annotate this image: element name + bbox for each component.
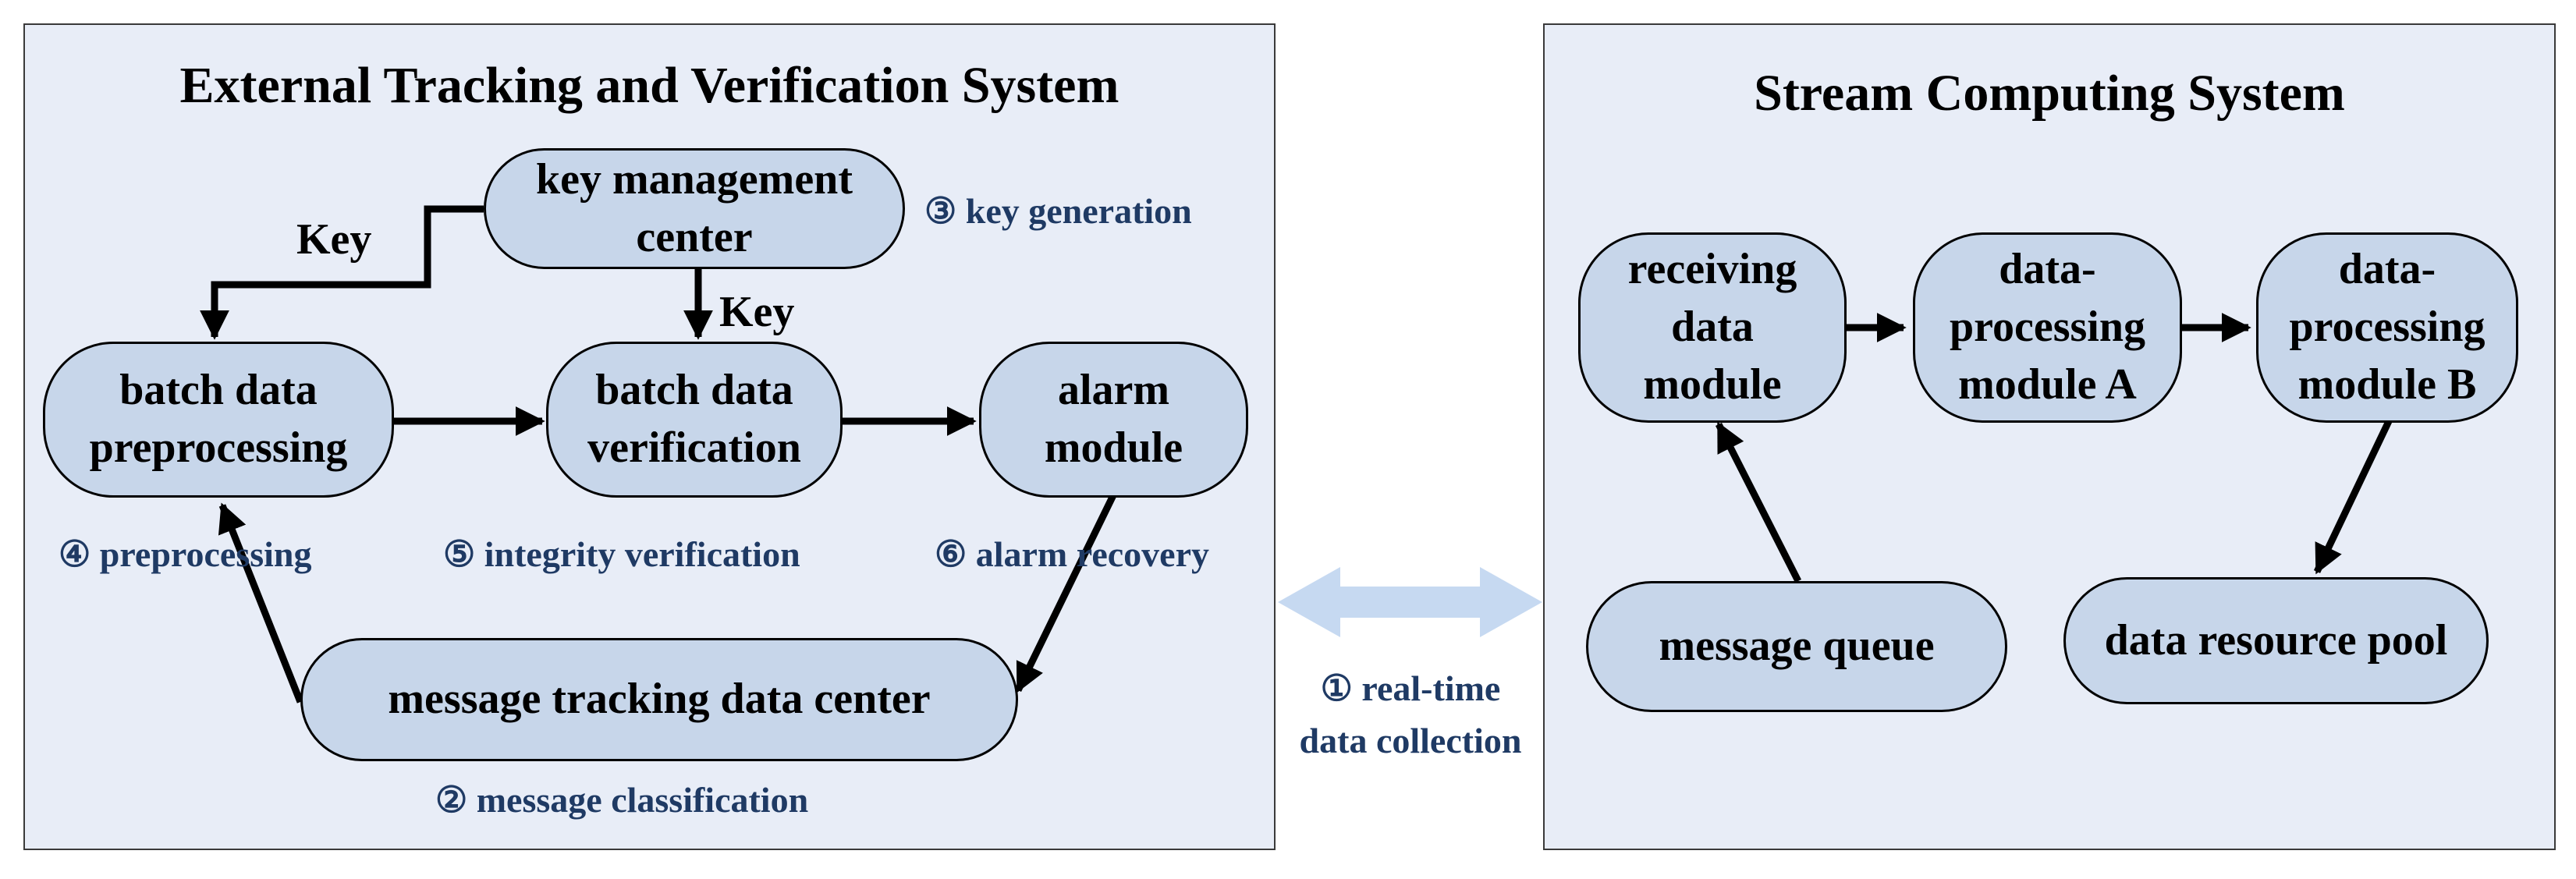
- step-alarm-recovery: ⑥ alarm recovery: [935, 534, 1210, 574]
- data-resource-pool-label: data resource pool: [2104, 615, 2448, 665]
- step-message-classification: ② message classification: [435, 780, 809, 820]
- receiving-data-module-node: receiving data module: [1578, 232, 1847, 423]
- data-processing-module-b-node: data- processing module B: [2256, 232, 2518, 423]
- batch-data-preprocessing-label: batch data preprocessing: [89, 366, 348, 472]
- key-management-center-node: key management center: [484, 148, 905, 269]
- batch-data-verification-label: batch data verification: [587, 366, 801, 472]
- alarm-module-node: alarm module: [979, 342, 1248, 498]
- receiving-data-module-label: receiving data module: [1627, 245, 1797, 409]
- data-processing-module-b-label: data- processing module B: [2289, 245, 2486, 409]
- external-tracking-title: External Tracking and Verification Syste…: [179, 57, 1119, 114]
- key-label-down: Key: [719, 288, 795, 336]
- message-queue-node: message queue: [1586, 581, 2007, 712]
- message-tracking-data-center-node: message tracking data center: [300, 638, 1018, 761]
- data-collection-link-arrow: [1278, 567, 1542, 637]
- data-collection-label: ① real-time data collection: [1299, 668, 1522, 760]
- step-key-generation: ③ key generation: [924, 191, 1192, 231]
- step-integrity-verification: ⑤ integrity verification: [443, 534, 800, 574]
- batch-data-verification-node: batch data verification: [546, 342, 843, 498]
- key-management-center-label: key management center: [536, 154, 853, 261]
- message-tracking-data-center-label: message tracking data center: [388, 675, 931, 724]
- data-processing-module-a-node: data- processing module A: [1913, 232, 2182, 423]
- data-processing-module-a-label: data- processing module A: [1950, 245, 2145, 409]
- step-preprocessing: ④ preprocessing: [59, 534, 312, 574]
- message-queue-label: message queue: [1659, 622, 1935, 671]
- stream-computing-panel: Stream Computing System: [1543, 23, 2556, 850]
- stream-computing-title: Stream Computing System: [1754, 65, 2345, 122]
- data-resource-pool-node: data resource pool: [2063, 577, 2489, 704]
- key-label-left: Key: [296, 215, 372, 264]
- batch-data-preprocessing-node: batch data preprocessing: [43, 342, 394, 498]
- alarm-module-label: alarm module: [1044, 366, 1183, 472]
